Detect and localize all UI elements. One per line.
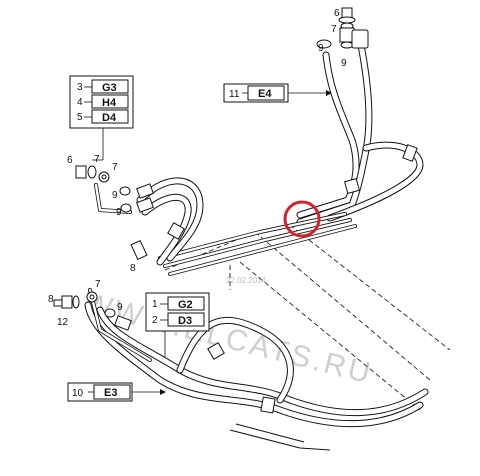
callout-num: 1	[152, 299, 158, 310]
part-number-labels: 6 7 7 9 9 8 6 7 9 9 8 7 12 9	[48, 8, 347, 328]
part-number: 9	[341, 58, 347, 69]
part-number: 6	[67, 155, 73, 166]
left-pipe-loop	[94, 177, 204, 266]
callout-num: 11	[229, 89, 240, 100]
part-number: 8	[48, 294, 54, 305]
left-fitting-cluster	[75, 165, 154, 261]
upper-pipe-group	[296, 36, 424, 226]
callout-code: D4	[102, 112, 117, 124]
part-number: 9	[112, 190, 118, 201]
callout-num: 2	[152, 315, 158, 326]
callout-box-g3-h4-d4[interactable]: 3 G3 4 H4 5 D4	[69, 75, 134, 129]
leader-lines	[92, 90, 332, 395]
callout-num: 5	[77, 112, 83, 123]
callout-code: E3	[104, 387, 117, 399]
callout-num: 10	[72, 388, 84, 399]
callout-code: D3	[178, 315, 192, 327]
highlight-circle	[283, 200, 321, 238]
part-number: 7	[331, 24, 337, 35]
top-fitting-stack	[316, 7, 369, 49]
callout-num: 3	[77, 82, 83, 93]
part-number: 9	[116, 207, 122, 218]
lower-fitting-cluster	[53, 291, 132, 331]
callout-box-g2-d3[interactable]: 1 G2 2 D3	[145, 292, 210, 332]
part-number: 8	[130, 263, 136, 274]
part-number: 7	[95, 279, 101, 290]
part-number: 7	[112, 162, 118, 173]
callout-box-e3[interactable]: 10 E3	[67, 382, 133, 402]
diagonal-pipe-run	[158, 212, 357, 276]
callout-code: G3	[102, 82, 117, 94]
callout-code: E4	[258, 88, 272, 100]
callout-code: G2	[178, 299, 193, 311]
lower-pipe-run	[84, 288, 429, 451]
part-number: 9	[117, 302, 123, 313]
callout-num: 4	[77, 97, 83, 108]
part-number: 7	[94, 154, 100, 165]
callout-box-e4[interactable]: 11 E4	[223, 83, 289, 103]
date-stamp: 22.02.2014	[226, 276, 267, 285]
part-number: 12	[57, 317, 69, 328]
part-number: 6	[334, 8, 340, 19]
callout-code: H4	[102, 97, 117, 109]
part-number: 9	[318, 43, 324, 54]
